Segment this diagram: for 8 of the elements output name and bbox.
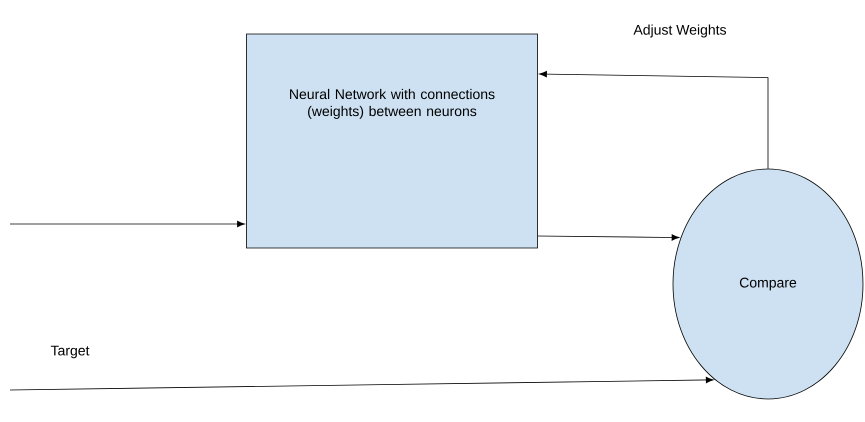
arrow [538,234,680,241]
process-box [246,34,538,248]
arrow [10,376,714,390]
box-label: Neural Network with connections (weights) between neurons [290,88,495,119]
arrow [10,220,245,228]
edge-label: Adjust Weights [632,23,728,39]
edge-label: Target [50,344,90,360]
arrow [539,70,768,169]
